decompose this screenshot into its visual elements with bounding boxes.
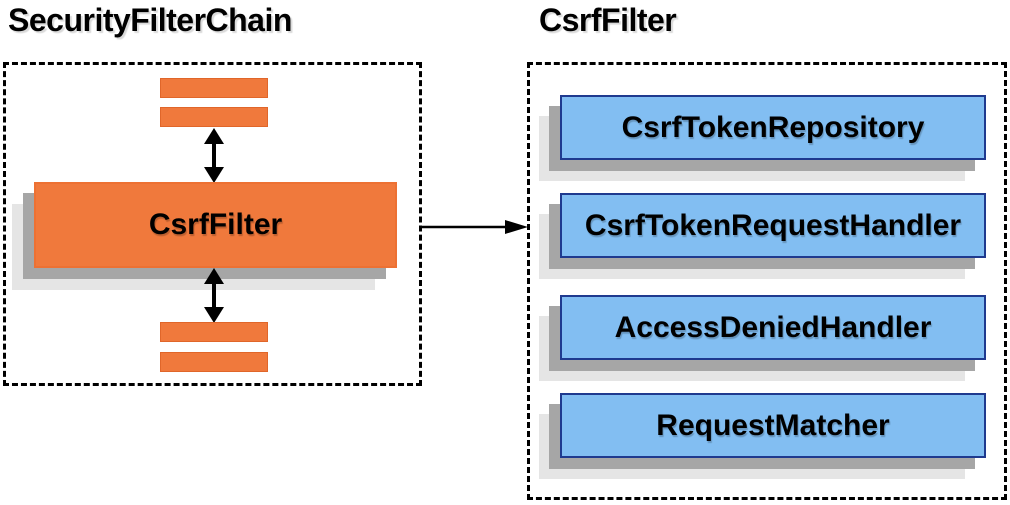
csrf-filter-panel <box>527 62 1007 500</box>
component-label: RequestMatcher <box>656 408 890 442</box>
link-right-arrow-icon <box>422 220 528 234</box>
double-arrow-bottom-icon <box>204 268 224 323</box>
filter-bar <box>160 322 268 342</box>
component-request-matcher: RequestMatcher <box>560 393 986 458</box>
component-access-denied-handler: AccessDeniedHandler <box>560 295 986 360</box>
component-label: CsrfTokenRequestHandler <box>584 208 962 242</box>
filter-bar <box>160 107 268 127</box>
double-arrow-top-icon <box>204 128 224 183</box>
filter-bar <box>160 78 268 98</box>
security-filter-chain-panel <box>3 62 422 386</box>
component-csrf-token-repository: CsrfTokenRepository <box>560 95 986 160</box>
component-label: CsrfTokenRepository <box>621 110 925 144</box>
component-label: AccessDeniedHandler <box>614 310 932 344</box>
csrf-filter-node: CsrfFilter <box>34 182 397 268</box>
csrf-filter-node-label: CsrfFilter <box>148 208 283 241</box>
component-csrf-token-request-handler: CsrfTokenRequestHandler <box>560 193 986 258</box>
csrf-filter-title: CsrfFilter <box>539 2 677 38</box>
filter-bar <box>160 352 268 372</box>
security-filter-chain-title: SecurityFilterChain <box>8 2 292 38</box>
